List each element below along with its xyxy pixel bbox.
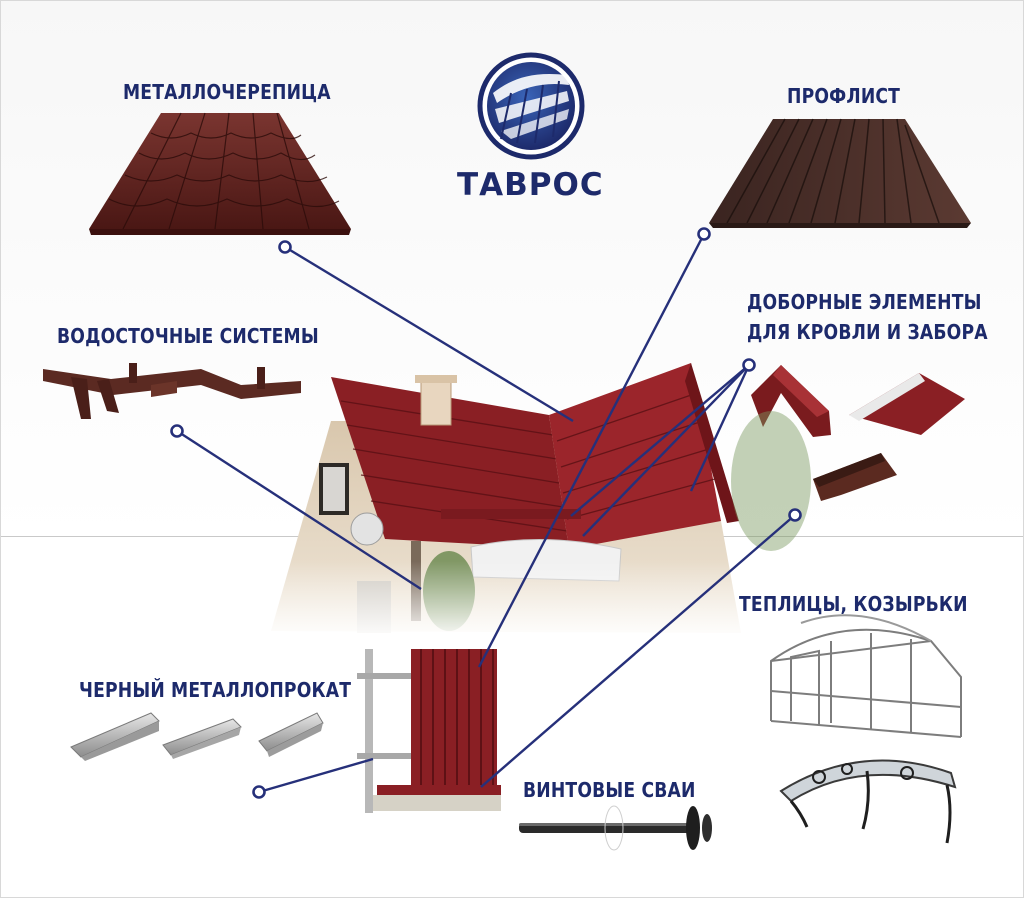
fence-panel-icon: [357, 649, 501, 813]
connector-dots: [170, 227, 802, 799]
label-screw-piles: ВИНТОВЫЕ СВАИ: [523, 778, 696, 802]
tavros-logo-emblem-icon: [477, 52, 585, 160]
canopy-icon: [779, 759, 957, 844]
metal-channels-icon: [70, 712, 324, 761]
logo-name: ТАВРОС: [457, 167, 604, 203]
house-roof-illustration: [241, 363, 811, 641]
flashing-elements-icon: [751, 365, 965, 501]
label-metal-tile: МЕТАЛЛОЧЕРЕПИЦА: [123, 80, 331, 104]
label-extra-line1: ДОБОРНЫЕ ЭЛЕМЕНТЫ: [747, 290, 982, 314]
label-extra-line2: ДЛЯ КРОВЛИ И ЗАБОРА: [747, 320, 988, 344]
screw-pile-icon: [519, 805, 712, 851]
label-black-metal: ЧЕРНЫЙ МЕТАЛЛОПРОКАТ: [79, 678, 352, 702]
connector-lines: [176, 233, 796, 794]
label-greenhouses: ТЕПЛИЦЫ, КОЗЫРЬКИ: [739, 592, 968, 616]
greenhouse-icon: [770, 614, 962, 738]
metal-tile-sheet-icon: [89, 112, 351, 235]
label-profile-sheet: ПРОФЛИСТ: [787, 84, 901, 108]
label-drainage: ВОДОСТОЧНЫЕ СИСТЕМЫ: [57, 324, 319, 348]
gutter-system-icon: [43, 363, 301, 419]
profile-sheet-icon: [709, 118, 971, 228]
